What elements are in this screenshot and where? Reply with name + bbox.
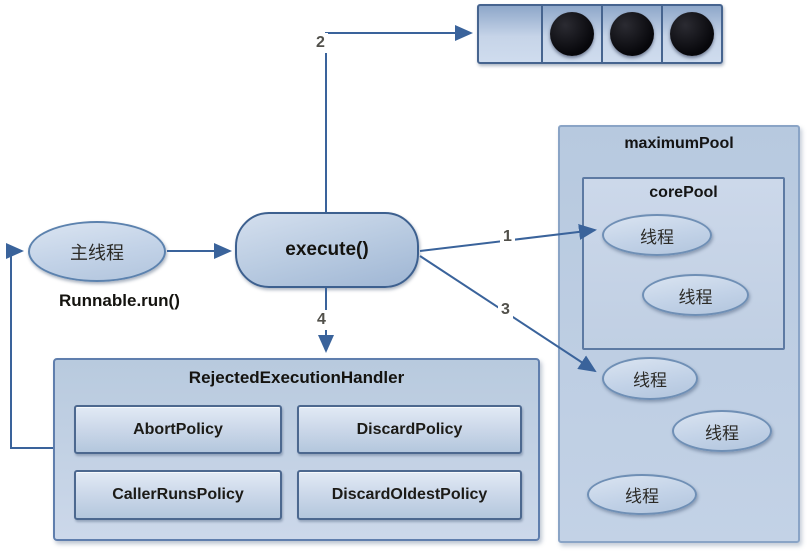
- edge-label-2: 2: [313, 33, 328, 53]
- core-pool-container: corePool 线程 线程: [582, 177, 785, 350]
- policy-abort: AbortPolicy: [74, 405, 282, 454]
- core-thread-node: 线程: [602, 214, 712, 256]
- thread-label: 线程: [705, 423, 739, 443]
- edge-label-1: 1: [500, 227, 515, 247]
- policy-discard: DiscardPolicy: [297, 405, 522, 454]
- edge-label-4: 4: [314, 310, 329, 330]
- rejected-execution-handler: RejectedExecutionHandler AbortPolicy Dis…: [53, 358, 540, 541]
- policy-label: DiscardPolicy: [356, 420, 463, 438]
- edge-handler-to-main: [6, 243, 53, 449]
- task-dot: [549, 12, 594, 56]
- maximum-pool-title: maximumPool: [624, 135, 734, 152]
- max-thread-node: 线程: [602, 357, 698, 400]
- core-pool-title: corePool: [649, 184, 718, 201]
- policy-caller-runs: CallerRunsPolicy: [74, 470, 282, 520]
- main-thread-node: 主线程: [28, 221, 166, 282]
- task-queue: [477, 4, 723, 64]
- main-thread-label: 主线程: [70, 242, 124, 263]
- task-dot: [609, 12, 654, 56]
- queue-cell: [660, 6, 721, 62]
- max-thread-node: 线程: [587, 474, 697, 515]
- queue-cell-empty: [479, 6, 541, 62]
- queue-cell: [540, 6, 601, 62]
- handler-title: RejectedExecutionHandler: [188, 368, 405, 387]
- edge-execute-to-queue: [325, 25, 473, 212]
- maximum-pool-container: maximumPool corePool 线程 线程 线程 线程 线程: [558, 125, 800, 543]
- thread-label: 线程: [640, 227, 674, 247]
- thread-label: 线程: [633, 371, 667, 390]
- thread-label: 线程: [678, 287, 713, 307]
- edge-label-3: 3: [498, 300, 513, 320]
- core-thread-node: 线程: [642, 274, 749, 316]
- policy-label: CallerRunsPolicy: [112, 486, 244, 503]
- max-thread-node: 线程: [672, 410, 772, 452]
- execute-label: execute(): [285, 239, 369, 260]
- policy-label: AbortPolicy: [133, 420, 223, 438]
- execute-node: execute(): [235, 212, 419, 288]
- policy-label: DiscardOldestPolicy: [331, 486, 488, 503]
- runnable-run-label: Runnable.run(): [59, 291, 180, 310]
- policy-discard-oldest: DiscardOldestPolicy: [297, 470, 522, 520]
- thread-label: 线程: [625, 487, 659, 506]
- task-dot: [669, 12, 714, 56]
- queue-cell: [600, 6, 661, 62]
